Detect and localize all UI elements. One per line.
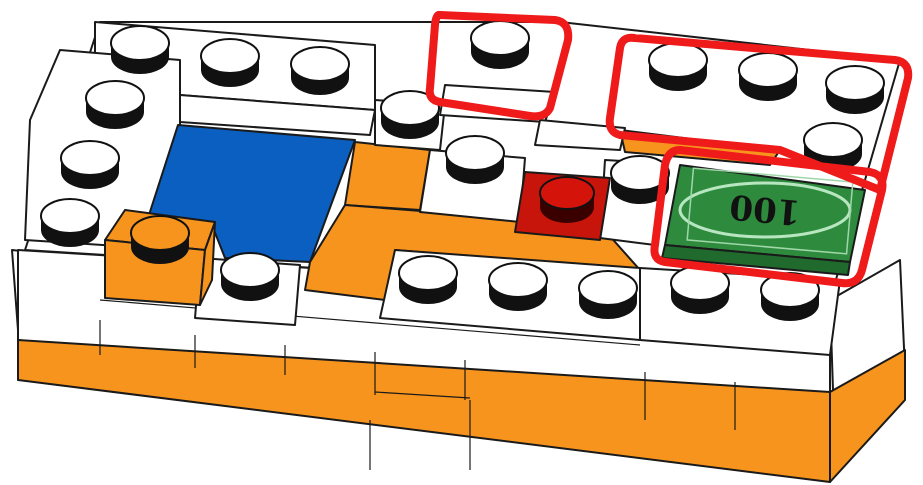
banknote-value: 100 [728, 186, 802, 232]
